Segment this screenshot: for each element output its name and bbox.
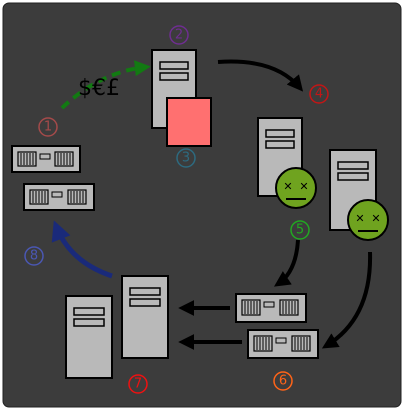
svg-text:3: 3 [182,151,190,166]
attacker-rack-server-icon [235,293,307,323]
step-marker-6: 6 [273,371,293,391]
svg-text:8: 8 [30,249,38,264]
svg-text:6: 6 [279,374,287,389]
currency-label: $€£ [78,76,120,101]
infected-server-icon: ✕ ✕ [257,117,317,209]
svg-text:✕: ✕ [283,180,292,193]
control-arrow [217,59,304,92]
step-marker-3: 3 [176,148,196,168]
attacker-rack-server-icon [247,329,319,359]
command-arrow [274,239,300,287]
svg-text:✕: ✕ [355,212,364,225]
payment-arrow [60,60,151,110]
svg-text:4: 4 [315,87,323,102]
svg-text:2: 2 [175,28,183,43]
infected-server-icon: ✕ ✕ [329,149,389,241]
step-marker-4: 4 [309,84,329,104]
svg-text:1: 1 [44,120,52,135]
step-marker-7: 7 [128,374,148,394]
svg-text:5: 5 [296,223,304,238]
client-rack-server-icon [23,183,95,211]
step-marker-1: 1 [38,117,58,137]
step-marker-2: 2 [169,25,189,45]
svg-text:7: 7 [134,377,142,392]
command-arrow [321,251,373,349]
client-rack-server-icon [11,145,81,173]
svg-text:✕: ✕ [299,180,308,193]
payload-square [166,97,212,147]
return-arrow [51,220,113,279]
target-server-icon [65,295,113,379]
svg-text:✕: ✕ [371,212,380,225]
target-server-icon [121,275,169,359]
step-marker-8: 8 [24,246,44,266]
step-marker-5: 5 [290,220,310,240]
